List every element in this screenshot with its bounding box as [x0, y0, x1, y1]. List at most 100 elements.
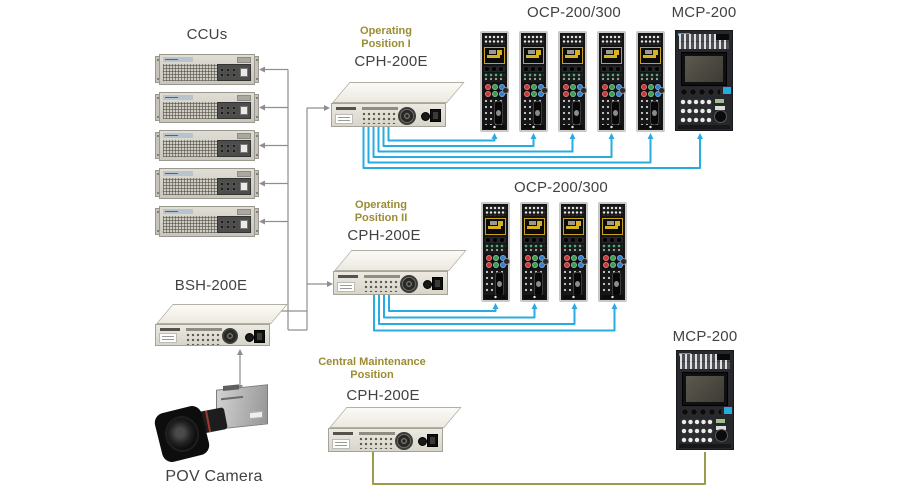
- ocp-base-strip: [523, 125, 544, 129]
- hub-sticker: [159, 333, 177, 343]
- knob-green: [531, 84, 537, 90]
- knob-green: [531, 91, 537, 97]
- knob-red: [603, 262, 609, 268]
- ocp-round-buttons: [484, 66, 505, 72]
- ocp-button-rows: [484, 35, 505, 45]
- ocp-joystick: [534, 272, 543, 296]
- ccu-connectors: [220, 68, 238, 78]
- hub-logo: [336, 107, 356, 110]
- camera-lens-glass: [161, 412, 203, 456]
- ccu-control-panel: [217, 216, 251, 233]
- ccu-model-tag: [237, 209, 251, 215]
- ocp-group-1: [480, 31, 665, 132]
- hub-power-switch: [432, 277, 443, 290]
- ccu-power-switch: [240, 220, 248, 229]
- ocp-fader-section: [640, 99, 661, 127]
- cph-200e-2: [333, 250, 467, 296]
- ccu-name-tag: [163, 209, 193, 214]
- ocp-fader-section: [484, 99, 505, 127]
- ocp-button-rows: [524, 206, 545, 216]
- ocp-round-buttons: [602, 237, 623, 243]
- ocp-knob-section: [484, 83, 509, 98]
- ocp-base-strip: [640, 125, 661, 129]
- ocp-panel: [559, 202, 588, 302]
- knob-red: [524, 84, 530, 90]
- ccu-control-panel: [217, 64, 251, 81]
- ccu-model-tag: [237, 57, 251, 63]
- ocp-knob-section: [562, 83, 587, 98]
- ccu-connectors: [220, 220, 238, 230]
- ocp-display-section: [562, 47, 583, 64]
- hub-front-panel: [328, 428, 443, 452]
- ccu-body: [159, 54, 255, 85]
- hub-connector: [418, 437, 428, 446]
- ocp-base-strip: [484, 125, 505, 129]
- mcp-200-2: [676, 350, 734, 450]
- hub-connector: [245, 333, 255, 342]
- mcp-top-display: [717, 354, 730, 360]
- camera-label-plate: [249, 410, 263, 420]
- ocp-indicator-rows: [601, 73, 622, 82]
- knob-green: [493, 255, 499, 261]
- mcp-knob-row: [680, 88, 720, 96]
- ocp-round-buttons: [485, 237, 506, 243]
- ccu-name-tag: [163, 171, 193, 176]
- ocp-button-rows: [485, 206, 506, 216]
- ocp-group-2-label: OCP-200/300: [514, 179, 608, 196]
- ocp-indicator-rows: [640, 73, 661, 82]
- hub-sticker: [335, 114, 353, 124]
- hub-fan: [394, 432, 413, 450]
- ocp-indicator-rows: [602, 244, 623, 253]
- hub-top-face: [332, 82, 465, 103]
- mcp-cyan-accent: [723, 87, 731, 94]
- cph-200e-3: [328, 407, 462, 453]
- knob-dark: [581, 258, 588, 265]
- ocp-button-rows: [523, 35, 544, 45]
- ocp-indicator-rows: [484, 73, 505, 82]
- ocp-display-section: [485, 218, 506, 235]
- knob-dark: [619, 87, 626, 94]
- knob-green: [570, 84, 576, 90]
- hub-led-grid: [186, 333, 222, 345]
- hub-logo: [338, 275, 358, 278]
- knob-green: [492, 84, 498, 90]
- knob-red: [524, 91, 530, 97]
- ccu-control-panel: [217, 178, 251, 195]
- ocp-base-strip: [485, 295, 506, 299]
- ocp-indicator-rows: [562, 73, 583, 82]
- ccu-model-tag: [237, 171, 251, 177]
- knob-green: [610, 255, 616, 261]
- hub-led-grid: [364, 280, 400, 292]
- knob-red: [525, 262, 531, 268]
- ccu-name-tag: [163, 57, 193, 62]
- ccu-body: [159, 92, 255, 123]
- mcp-mini-display: [715, 99, 724, 103]
- ccu-unit: [155, 130, 259, 161]
- ocp-fader-section: [601, 99, 622, 127]
- ocp-knob-section: [602, 254, 627, 269]
- knob-dark: [620, 258, 627, 265]
- ocp-joystick: [494, 101, 503, 125]
- cable-central-maintenance: [372, 452, 706, 485]
- ocp-indicator-rows: [523, 73, 544, 82]
- ocp-display-section: [640, 47, 661, 64]
- knob-red: [485, 91, 491, 97]
- mcp-base-strip: [678, 125, 730, 129]
- knob-red: [602, 84, 608, 90]
- knob-red: [564, 262, 570, 268]
- ocp-knob-section: [524, 254, 549, 269]
- hub-top-face: [156, 304, 288, 324]
- hub-logo: [160, 328, 180, 331]
- ocp-joystick: [573, 272, 582, 296]
- knob-green: [492, 91, 498, 97]
- hub-power-switch: [430, 109, 441, 122]
- ocp-fader-section: [523, 99, 544, 127]
- ocp-button-rows: [562, 35, 583, 45]
- ccu-model-tag: [237, 133, 251, 139]
- knob-red: [564, 255, 570, 261]
- mcp-screen: [682, 372, 728, 406]
- knob-red: [641, 84, 647, 90]
- ocp-panel: [519, 31, 548, 132]
- ocp-round-buttons: [601, 66, 622, 72]
